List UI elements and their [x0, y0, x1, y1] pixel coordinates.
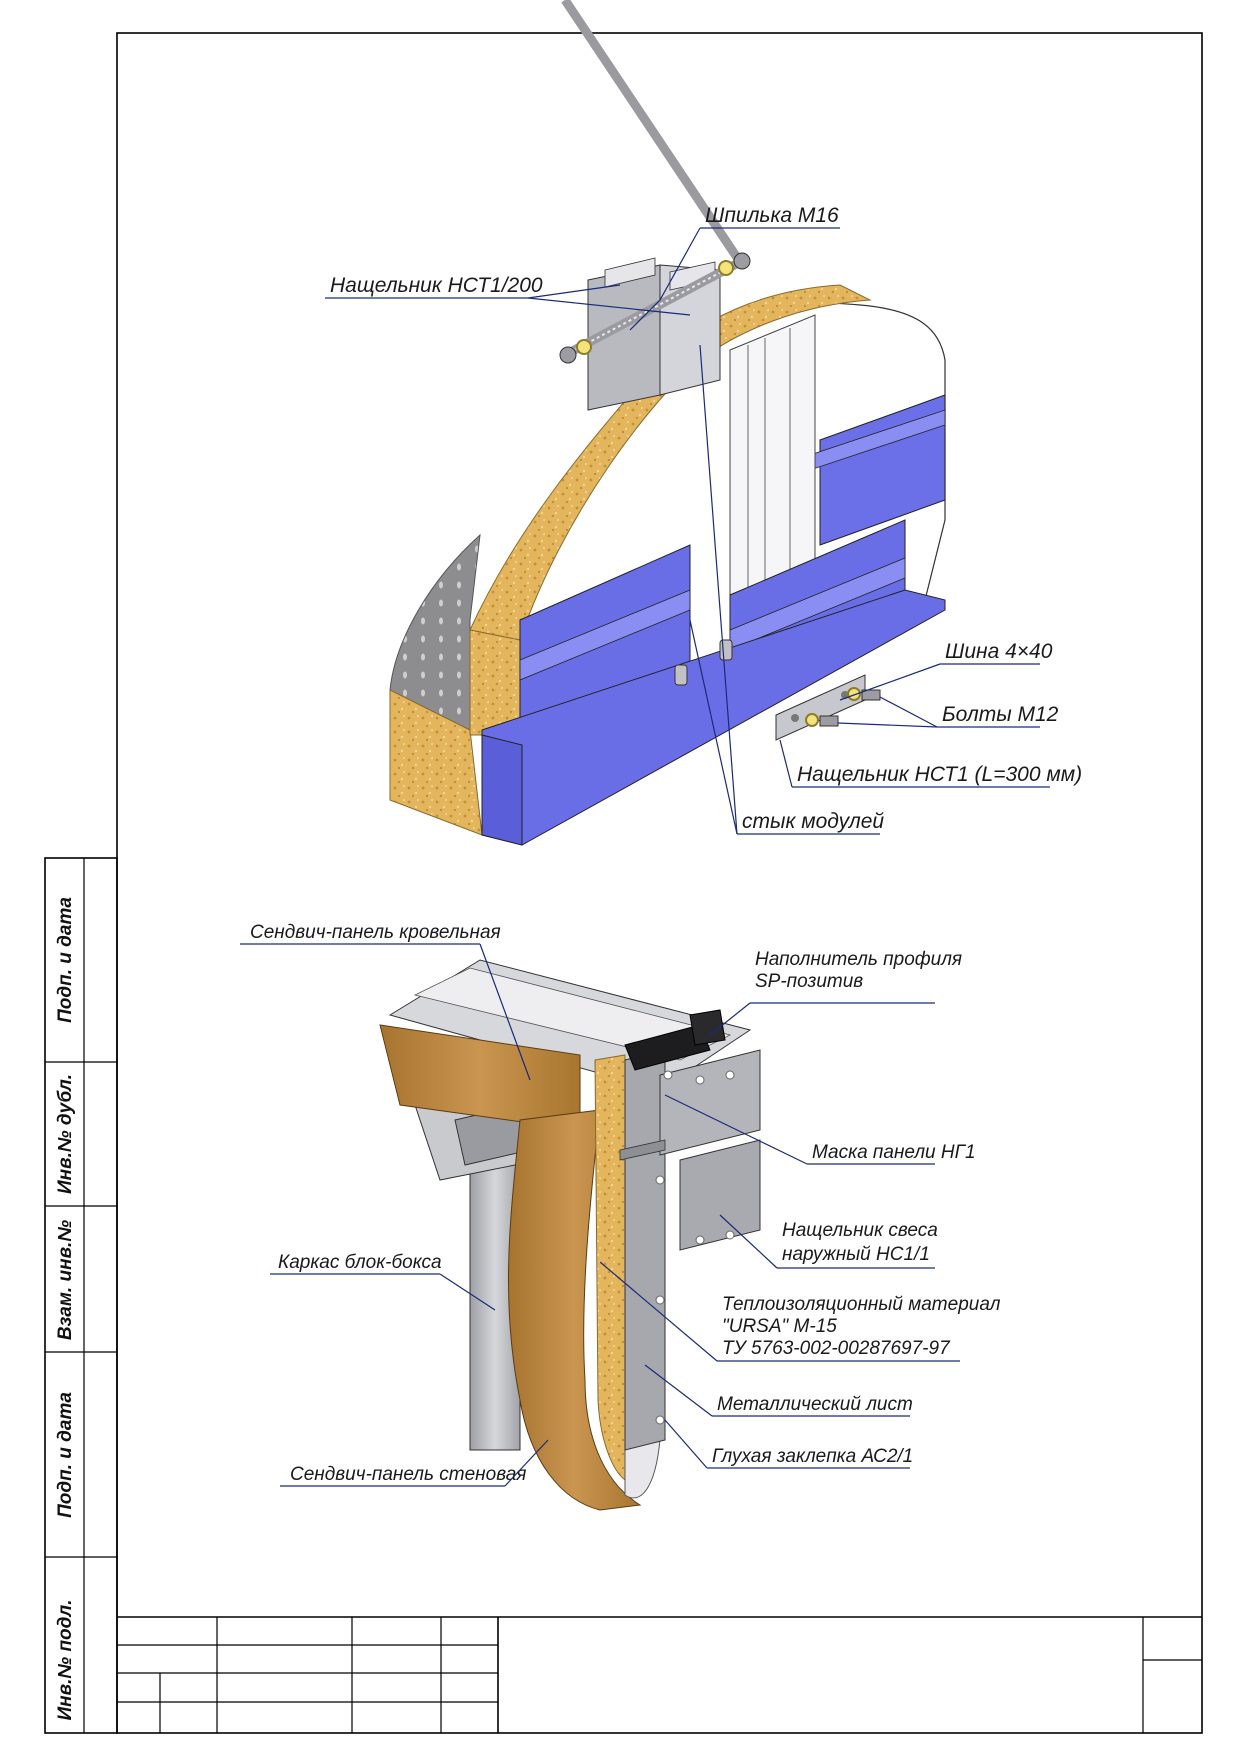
top-assembly-view	[389, 0, 946, 846]
metal-sheet	[624, 1049, 666, 1451]
stud-m16	[559, 0, 751, 364]
label-wall-panel: Сендвич-панель стеновая	[290, 1464, 526, 1485]
label-rivet: Глухая заклепка АС2/1	[712, 1446, 913, 1467]
label-roof-panel: Сендвич-панель кровельная	[250, 922, 501, 943]
wool-insulation-band-2	[469, 629, 521, 736]
label-insulation-2: "URSA" М-15	[722, 1316, 837, 1337]
cover-strip-nst1-200	[587, 257, 721, 411]
label-insulation-1: Теплоизоляционный материал	[722, 1294, 1001, 1315]
label-filler-2: SP-позитив	[755, 971, 863, 992]
label-eave-1: Нащельник свеса	[782, 1220, 938, 1241]
label-filler-1: Наполнитель профиля	[755, 949, 962, 970]
blue-base-front	[481, 734, 523, 846]
joint-profile	[729, 314, 816, 596]
bottom-assembly-view	[379, 959, 761, 1511]
insulation-layer	[594, 1054, 626, 1482]
joint-bolt	[674, 664, 688, 686]
stamp-replace-inv: Взам. инв.№	[55, 1220, 76, 1340]
label-cover-nst1-200: Нащельник НСТ1/200	[330, 274, 543, 297]
label-bolts-m12: Болты М12	[942, 703, 1059, 726]
bottom-labels: Сендвич-панель кровельная Наполнитель пр…	[240, 922, 1001, 1487]
label-cover-nst1-300: Нащельник НСТ1 (L=300 мм)	[797, 763, 1082, 786]
title-block	[117, 1616, 1202, 1733]
label-module-joint: стык модулей	[742, 810, 884, 833]
blue-panel-left-rib	[519, 589, 691, 681]
rivets	[655, 1070, 735, 1425]
side-stamp: Инв.№ подл. Подп. и дата Взам. инв.№ Инв…	[44, 857, 118, 1734]
label-insulation-3: ТУ 5763-002-00287697-97	[722, 1338, 951, 1359]
stamp-sign-date-1: Подп. и дата	[55, 1392, 76, 1518]
label-metal-sheet: Металлический лист	[717, 1394, 913, 1415]
stamp-inv-dup: Инв.№ дубл.	[55, 1074, 76, 1194]
stamp-inv-orig: Инв.№ подл.	[55, 1599, 76, 1720]
joint-bolt	[719, 639, 733, 661]
label-panel-mask: Маска панели НГ1	[812, 1142, 976, 1163]
profile-filler	[624, 1024, 711, 1071]
top-labels: Шпилька М16 Нащельник НСТ1/200 Шина 4×40…	[325, 204, 1082, 835]
wall-panel	[507, 1109, 642, 1511]
label-bus-4x40: Шина 4×40	[945, 640, 1053, 663]
label-stud-m16: Шпилька М16	[705, 204, 839, 227]
label-frame: Каркас блок-бокса	[278, 1252, 442, 1273]
eave-flashing	[679, 1139, 761, 1251]
bolts-m12	[805, 687, 881, 727]
label-eave-2: наружный НС1/1	[782, 1244, 930, 1265]
bus-bar-4x40	[775, 674, 866, 741]
stamp-sign-date-2: Подп. и дата	[55, 897, 76, 1023]
